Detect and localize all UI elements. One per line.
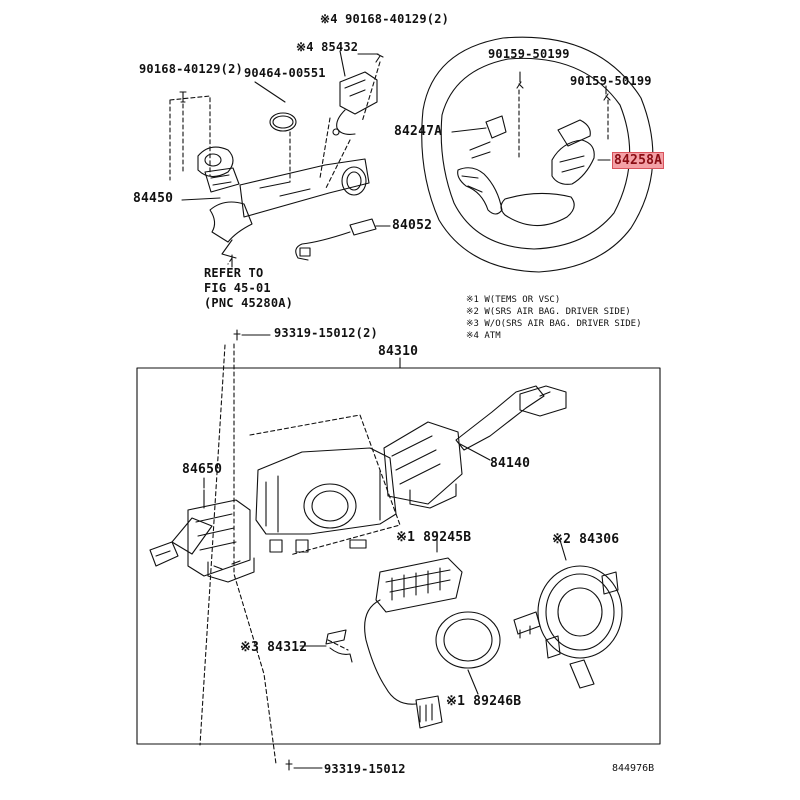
column-upper-assembly	[169, 50, 391, 268]
part-label-89245B: ※1 89245B	[396, 530, 472, 545]
part-label-84306: ※2 84306	[552, 532, 620, 547]
refer-to-line-1: REFER TO	[204, 266, 264, 280]
part-label-90168-40129-top: ※4 90168-40129(2)	[320, 12, 450, 26]
part-label-84650: 84650	[182, 462, 223, 477]
part-label-84258A-highlighted[interactable]: 84258A	[612, 152, 665, 169]
part-label-84247A: 84247A	[394, 124, 443, 139]
refer-to-line-2: FIG 45-01	[204, 281, 271, 295]
note-4: ※4 ATM	[466, 331, 501, 341]
part-label-84312: ※3 84312	[240, 640, 308, 655]
refer-to-line-3: (PNC 45280A)	[204, 296, 294, 310]
steering-wheel-assembly	[421, 36, 654, 273]
part-label-93319-15012-2: 93319-15012(2)	[274, 326, 378, 340]
part-label-84052: 84052	[392, 218, 433, 233]
part-label-90159-50199-a: 90159-50199	[488, 47, 570, 61]
notes-legend: ※1 W(TEMS OR VSC) ※2 W(SRS AIR BAG. DRIV…	[466, 294, 642, 342]
part-label-93319-15012: 93319-15012	[324, 762, 406, 776]
part-label-90464-00551: 90464-00551	[244, 66, 326, 80]
part-label-85432: ※4 85432	[296, 40, 359, 54]
note-1: ※1 W(TEMS OR VSC)	[466, 295, 561, 305]
part-label-89246B: ※1 89246B	[446, 694, 522, 709]
part-label-90159-50199-b: 90159-50199	[570, 74, 652, 88]
figure-code: 844976B	[612, 763, 655, 774]
part-label-90168-40129-left: 90168-40129(2)	[139, 62, 243, 76]
part-label-84140: 84140	[490, 456, 531, 471]
combination-switch-assembly	[136, 329, 661, 771]
note-3: ※3 W/O(SRS AIR BAG. DRIVER SIDE)	[466, 319, 642, 329]
part-label-84450: 84450	[133, 191, 174, 206]
part-label-84310: 84310	[378, 344, 419, 359]
note-2: ※2 W(SRS AIR BAG. DRIVER SIDE)	[466, 307, 631, 317]
